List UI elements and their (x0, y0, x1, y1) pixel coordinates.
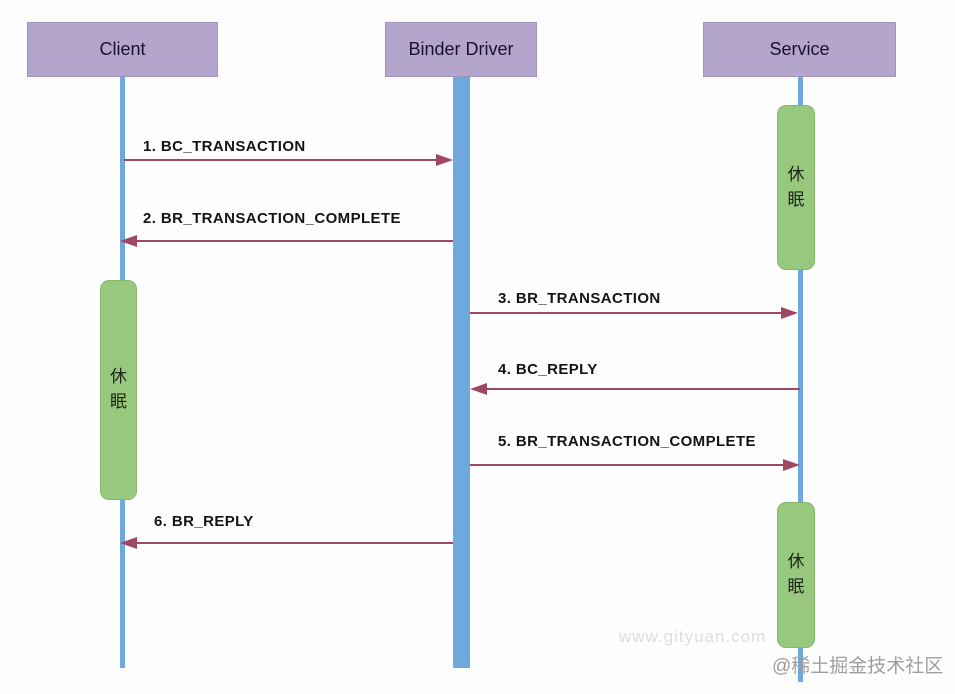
watermark-juejin-community: @稀土掘金技术社区 (772, 656, 944, 677)
activation-service-sleep-2: 休眠 (777, 502, 815, 648)
message-3-label: 3. BR_TRANSACTION (498, 290, 661, 307)
message-5-line (470, 464, 784, 466)
activation-service-sleep-1: 休眠 (777, 105, 815, 270)
message-2-line (137, 240, 453, 242)
message-5-label: 5. BR_TRANSACTION_COMPLETE (498, 433, 756, 450)
activation-service-sleep-1-label: 休眠 (787, 164, 805, 209)
message-1-line (124, 159, 437, 161)
participant-binder-driver-label: Binder Driver (408, 39, 514, 59)
activation-service-sleep-2-label: 休眠 (787, 552, 805, 596)
activation-client-sleep: 休眠 (100, 280, 137, 500)
lifeline-binder-driver (453, 77, 470, 668)
message-1-label: 1. BC_TRANSACTION (143, 138, 306, 155)
message-3-arrowhead-icon (781, 307, 798, 319)
participant-client-label: Client (99, 39, 146, 59)
activation-client-sleep-label: 休眠 (109, 367, 127, 411)
watermark-gityuan: www.gityuan.com (619, 627, 767, 646)
message-6-label: 6. BR_REPLY (154, 513, 254, 530)
message-2-arrowhead-icon (120, 235, 137, 247)
message-4-arrowhead-icon (470, 383, 487, 395)
message-4-label: 4. BC_REPLY (498, 361, 598, 378)
message-2-label: 2. BR_TRANSACTION_COMPLETE (143, 210, 401, 227)
message-4-line (487, 388, 800, 390)
participant-binder-driver: Binder Driver (385, 22, 537, 77)
participant-client: Client (27, 22, 218, 77)
message-1-arrowhead-icon (436, 154, 453, 166)
message-6-arrowhead-icon (120, 537, 137, 549)
participant-service: Service (703, 22, 896, 77)
lifeline-service (798, 77, 803, 682)
participant-service-label: Service (769, 39, 830, 59)
message-6-line (137, 542, 453, 544)
message-5-arrowhead-icon (783, 459, 800, 471)
message-3-line (470, 312, 782, 314)
